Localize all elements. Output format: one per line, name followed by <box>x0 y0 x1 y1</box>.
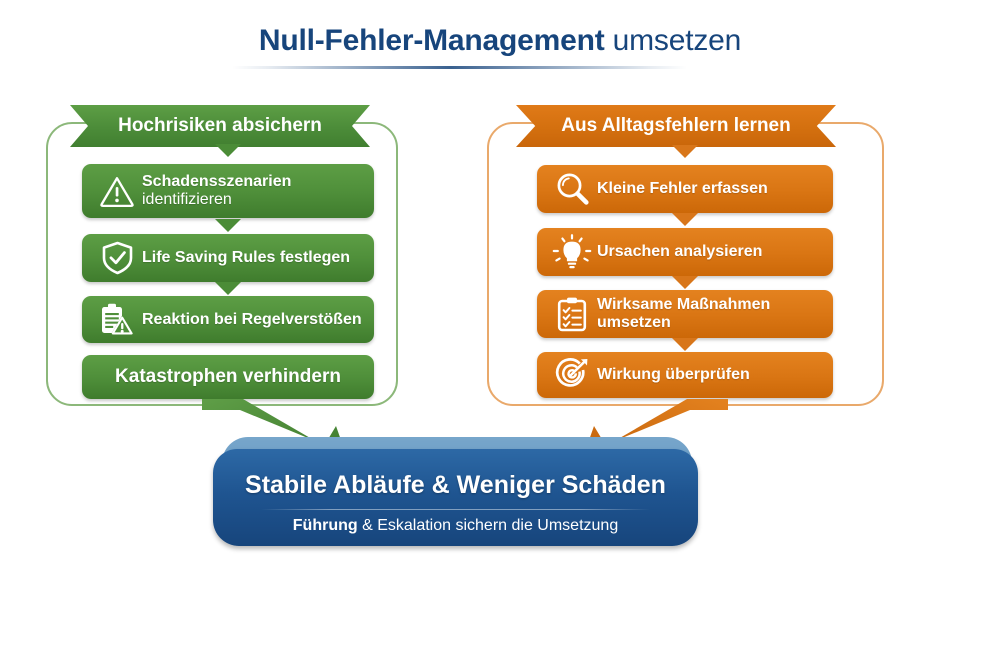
connector-arrow-orange-3 <box>672 276 698 289</box>
page-title-strong: Null-Fehler-Management <box>258 24 605 57</box>
step-label: Kleine Fehler erfassen <box>595 180 778 198</box>
banner-sub-rest: & Eskalation sichern die Umsetzung <box>357 517 619 534</box>
magnifier-icon <box>549 170 595 208</box>
step-label: Wirkung überprüfen <box>595 366 760 384</box>
clipboard-warning-icon <box>94 301 140 339</box>
banner-sub-text: Führung & Eskalation sichern die Umsetzu… <box>213 517 698 535</box>
step-label: Reaktion bei Regelverstößen <box>140 311 372 329</box>
title-underline <box>232 66 687 69</box>
step-wirkung-ueberpruefen[interactable]: Wirkung überprüfen <box>537 352 833 398</box>
step-reaktion-regelverstoesse[interactable]: Reaktion bei Regelverstößen <box>82 296 374 343</box>
connector-arrow-green-2 <box>215 219 241 232</box>
connector-arrow-green-1 <box>215 144 241 157</box>
step-label: Wirksame Maßnahmen umsetzen <box>595 296 833 332</box>
right-column-header: Aus Alltagsfehlern lernen <box>516 105 836 147</box>
step-label-line1: Wirksame Maßnahmen umsetzen <box>597 296 771 331</box>
step-label-line1: Katastrophen verhindern <box>115 366 341 388</box>
lightbulb-icon <box>549 233 595 271</box>
step-kleine-fehler-erfassen[interactable]: Kleine Fehler erfassen <box>537 165 833 213</box>
clipboard-checklist-icon <box>549 295 595 333</box>
step-ursachen-analysieren[interactable]: Ursachen analysieren <box>537 228 833 276</box>
left-column-header: Hochrisiken absichern <box>70 105 370 147</box>
step-label-line2: identifizieren <box>142 191 232 208</box>
step-label-line1: Wirkung überprüfen <box>597 366 750 384</box>
connector-arrow-green-3 <box>215 282 241 295</box>
warning-triangle-icon <box>94 172 140 210</box>
step-label-line1: Kleine Fehler erfassen <box>597 180 768 198</box>
step-katastrophen-verhindern[interactable]: Katastrophen verhindern <box>82 355 374 399</box>
step-label: Katastrophen verhindern <box>115 366 341 387</box>
step-life-saving-rules[interactable]: Life Saving Rules festlegen <box>82 234 374 282</box>
step-label: Life Saving Rules festlegen <box>140 249 360 267</box>
step-label: Ursachen analysieren <box>595 243 772 261</box>
step-label: Schadensszenarien identifizieren <box>140 173 301 209</box>
page-title: Null-Fehler-Management umsetzen <box>0 24 1000 58</box>
step-schadensszenarien[interactable]: Schadensszenarien identifizieren <box>82 164 374 218</box>
left-column-header-label: Hochrisiken absichern <box>118 115 322 136</box>
banner-divider <box>261 509 650 510</box>
connector-arrow-orange-1 <box>672 145 698 158</box>
connector-arrow-orange-4 <box>672 338 698 351</box>
page-title-light: umsetzen <box>604 24 742 57</box>
shield-check-icon <box>94 239 140 277</box>
banner-main-text: Stabile Abläufe & Weniger Schäden <box>245 471 666 499</box>
step-label-line1: Life Saving Rules <box>142 249 276 267</box>
banner-sub-strong: Führung <box>292 517 358 534</box>
step-wirksame-massnahmen[interactable]: Wirksame Maßnahmen umsetzen <box>537 290 833 338</box>
step-label-line1: Reaktion bei Regelverstößen <box>142 310 362 328</box>
connector-arrow-orange-2 <box>672 213 698 226</box>
right-column-header-label: Aus Alltagsfehlern lernen <box>561 115 791 136</box>
step-label-line1: Schadensszenarien <box>142 173 292 191</box>
target-arrow-icon <box>549 356 595 394</box>
outcome-banner: Stabile Abläufe & Weniger Schäden Führun… <box>213 449 698 546</box>
step-label-line1: Ursachen analysieren <box>597 243 763 261</box>
step-label-line2: festlegen <box>275 249 351 267</box>
